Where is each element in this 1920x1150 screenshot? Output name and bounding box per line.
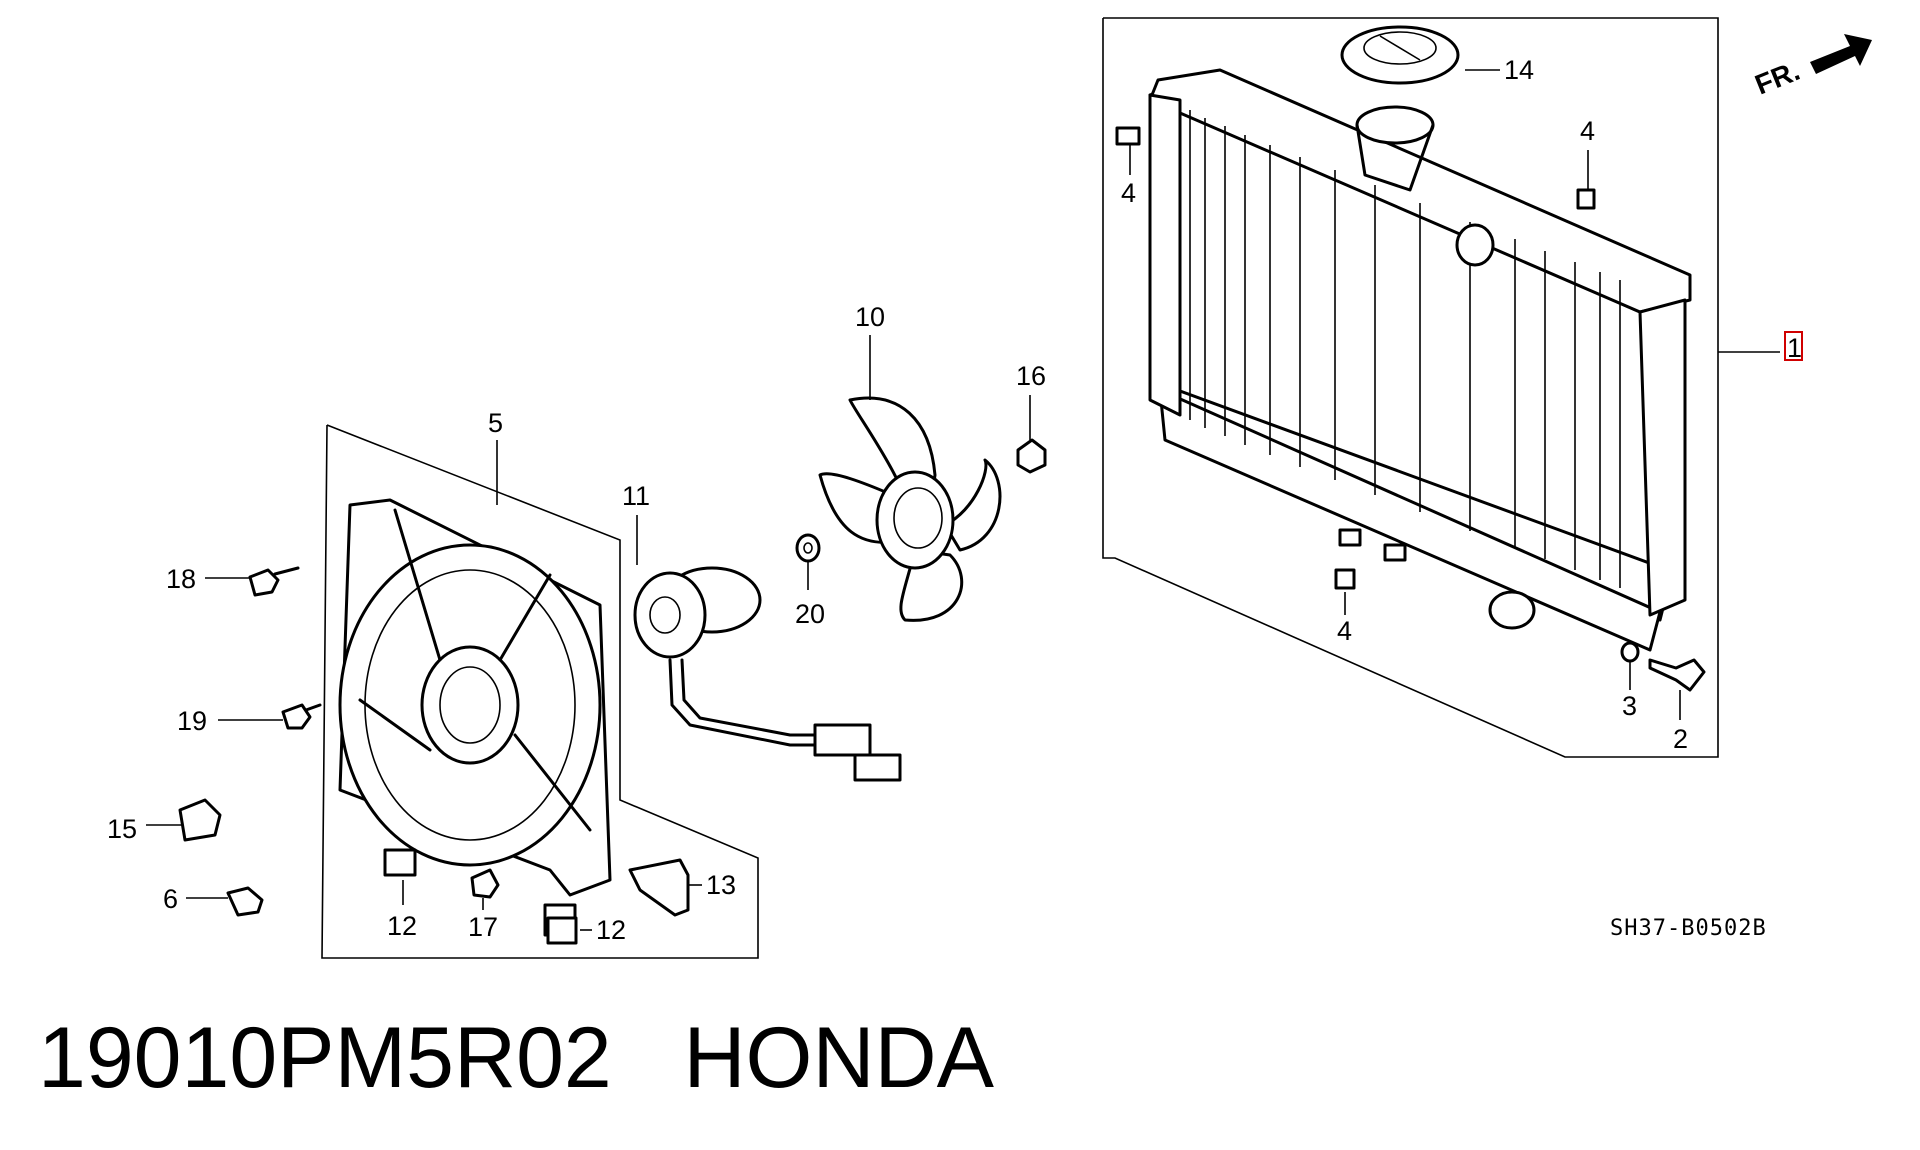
callout-12-left: 12	[387, 911, 417, 941]
brand-name: HONDA	[683, 1010, 995, 1106]
fan-motor-illustration	[633, 566, 902, 782]
front-label: FR.	[1751, 55, 1804, 101]
radiator-cap-illustration	[1340, 25, 1460, 85]
shroud-group-frame	[321, 424, 759, 959]
callout-16: 16	[1016, 361, 1046, 391]
callout-12-right: 12	[596, 915, 626, 945]
hardware-illustrations	[178, 566, 690, 945]
fan-blade-illustration	[818, 396, 1002, 622]
leader-lines	[146, 69, 1780, 931]
callout-3: 3	[1622, 691, 1637, 721]
footer: 19010PM5R02 HONDA	[38, 1015, 994, 1101]
front-direction-indicator: FR.	[1751, 34, 1872, 101]
callout-18: 18	[166, 564, 196, 594]
highlight-box	[1784, 331, 1803, 361]
callout-15: 15	[107, 814, 137, 844]
callout-20: 20	[795, 599, 825, 629]
callout-4-top-right: 4	[1580, 116, 1595, 146]
callout-11: 11	[622, 481, 650, 511]
radiator-group-frame	[1102, 17, 1719, 758]
nut-washer-illustration	[795, 438, 1047, 563]
part-number: 19010PM5R02	[38, 1010, 612, 1106]
callout-10: 10	[855, 302, 885, 332]
callout-19: 19	[177, 706, 207, 736]
callout-4-top-left: 4	[1121, 178, 1136, 208]
cushion-illustrations	[1115, 126, 1596, 590]
drain-plug-illustration	[1620, 641, 1706, 692]
callout-2: 2	[1673, 724, 1688, 754]
callout-1: 1	[1787, 333, 1802, 363]
callout-17: 17	[468, 912, 498, 942]
callout-6: 6	[163, 884, 178, 914]
front-arrow-icon	[1810, 34, 1872, 74]
callout-13: 13	[706, 870, 736, 900]
fan-shroud-illustration	[338, 498, 612, 937]
callout-4-bottom: 4	[1337, 616, 1352, 646]
callout-5: 5	[488, 408, 503, 438]
drawing-code: SH37-B0502B	[1610, 916, 1767, 941]
radiator-illustration	[1148, 68, 1692, 652]
callout-14: 14	[1504, 55, 1534, 85]
callout-labels: 1 2 3 4 4 4 5 6 10 11 12 12 13 14 15 16 …	[107, 55, 1803, 945]
